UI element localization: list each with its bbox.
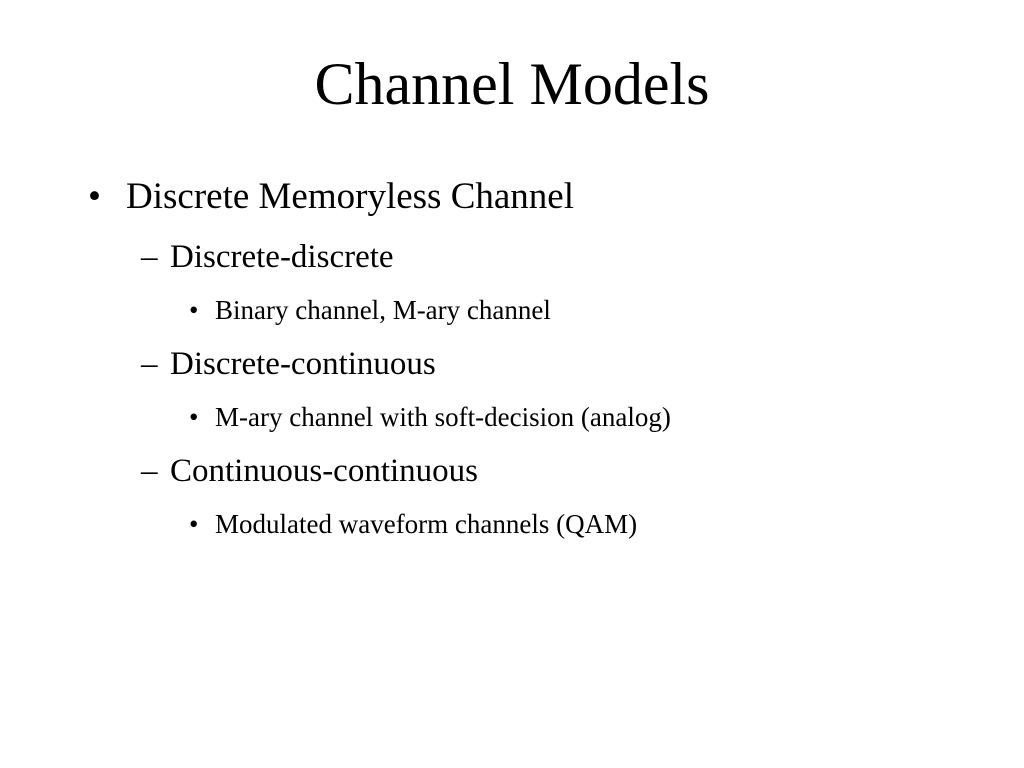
dash-icon: – bbox=[141, 239, 158, 275]
bullet-text: Discrete-continuous bbox=[170, 346, 436, 382]
bullet-text: Modulated waveform channels (QAM) bbox=[215, 509, 638, 539]
bullet-text: Continuous-continuous bbox=[170, 453, 479, 489]
bullet-text: Discrete Memoryless Channel bbox=[126, 176, 574, 217]
bullet-icon: • bbox=[88, 176, 101, 217]
dash-icon: – bbox=[141, 453, 158, 489]
dash-icon: – bbox=[141, 346, 158, 382]
bullet-icon: • bbox=[189, 402, 199, 432]
bullet-icon: • bbox=[189, 509, 199, 539]
bullet-text: Binary channel, M-ary channel bbox=[215, 295, 551, 325]
slide-title: Channel Models bbox=[314, 51, 710, 117]
bullet-icon: • bbox=[189, 295, 199, 325]
bullet-text: M-ary channel with soft-decision (analog… bbox=[215, 402, 671, 432]
bullet-text: Discrete-discrete bbox=[170, 239, 394, 275]
